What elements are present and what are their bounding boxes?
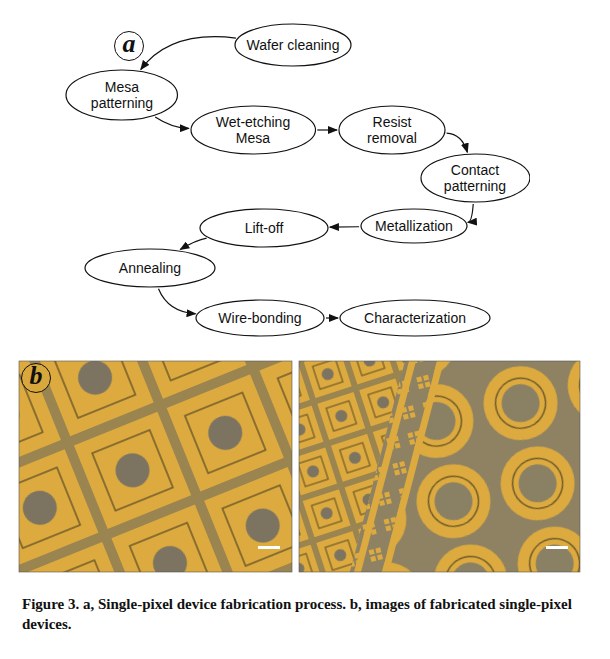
step-label: Resist removal: [356, 114, 428, 146]
step-label: Characterization: [364, 310, 466, 326]
step-label: Wafer cleaning: [247, 37, 340, 53]
process-ellipse: Wafer cleaning: [234, 23, 352, 67]
step-label: Metallization: [375, 218, 453, 234]
process-ellipse: Mesa patterning: [65, 69, 178, 121]
process-ellipse: Characterization: [339, 299, 491, 337]
process-ellipse: Annealing: [84, 248, 216, 288]
panel-letter: a: [114, 31, 144, 61]
process-ellipse: Resist removal: [338, 105, 446, 155]
flow-arrow: [468, 204, 473, 222]
flow-arrow: [317, 129, 337, 130]
flow-arrow: [155, 117, 189, 129]
step-label: Contact patterning: [437, 162, 513, 194]
process-ellipse: Wire-bonding: [195, 299, 325, 337]
step-label: Annealing: [119, 260, 181, 276]
flow-arrow: [141, 37, 236, 70]
panel-letter: b: [21, 363, 51, 393]
step-label: Lift-off: [245, 220, 284, 236]
step-label: Wire-bonding: [218, 310, 301, 326]
step-label: Mesa patterning: [82, 79, 162, 111]
step-label: Wet-etching Mesa: [209, 114, 297, 146]
flow-arrow: [447, 133, 468, 152]
figure-caption: Figure 3. a, Single-pixel device fabrica…: [22, 594, 588, 634]
flow-arrow: [180, 238, 206, 249]
process-ellipse: Wet-etching Mesa: [190, 105, 317, 155]
flow-arrow: [158, 289, 195, 314]
process-ellipse: Contact patterning: [420, 153, 531, 203]
process-ellipse: Metallization: [360, 208, 468, 244]
flow-arrow: [330, 226, 359, 228]
flow-arrow: [326, 317, 338, 318]
process-ellipse: Lift-off: [199, 208, 329, 248]
